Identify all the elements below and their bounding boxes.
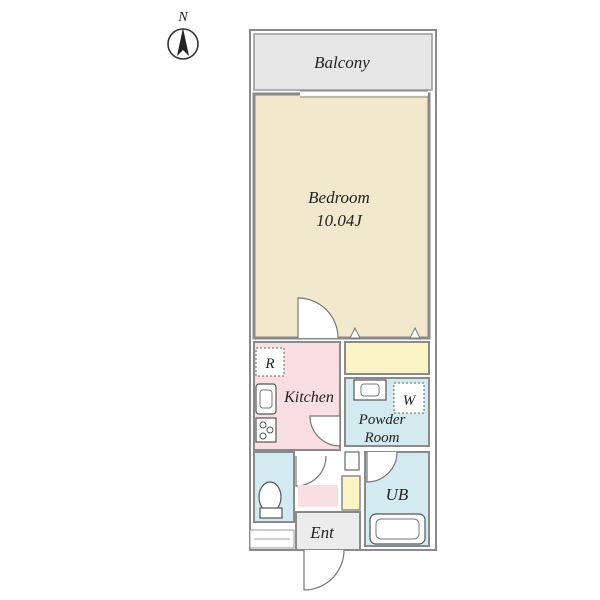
unit-bath-label: UB (386, 485, 409, 504)
hall-floor (298, 485, 338, 507)
burner-icon (266, 426, 274, 434)
washer-space (393, 382, 425, 414)
kitchen-label: Kitchen (283, 389, 334, 406)
closet-marker-right (409, 326, 421, 339)
vanity-icon (353, 379, 387, 401)
powder-room-label-1: Powder (358, 412, 406, 428)
powder-room-label-2: Room (364, 430, 400, 446)
sliding-window (300, 90, 428, 98)
bedroom-label: Bedroom (308, 188, 370, 207)
toilet-tank (259, 507, 283, 519)
entrance-door (303, 549, 345, 591)
balcony-label: Balcony (314, 53, 370, 72)
closet-marker-left (349, 326, 361, 339)
bedroom-area-text: 10.04J (316, 211, 363, 230)
stove-icon (255, 417, 277, 443)
powder-room-door (309, 415, 341, 447)
sink-basin (259, 389, 273, 409)
bathtub-basin (375, 518, 420, 540)
toilet-door (295, 455, 327, 487)
sink-icon (255, 383, 277, 415)
closet (344, 341, 430, 375)
vanity-basin (360, 383, 380, 397)
balcony-area (253, 33, 433, 91)
compass-label: N (177, 10, 188, 25)
unit-bath-door (366, 451, 398, 483)
entrance-label: Ent (309, 523, 335, 542)
burner-icon (259, 421, 267, 429)
pipe-shaft (344, 451, 360, 471)
refrigerator-label: R (264, 356, 274, 372)
refrigerator-space (255, 347, 285, 377)
burner-icon (259, 432, 267, 440)
bedroom-door (297, 297, 339, 339)
bathtub-icon (369, 513, 426, 545)
north-arrow-icon (167, 28, 199, 60)
washer-label: W (403, 393, 417, 409)
shoe-cabinet (341, 475, 361, 511)
